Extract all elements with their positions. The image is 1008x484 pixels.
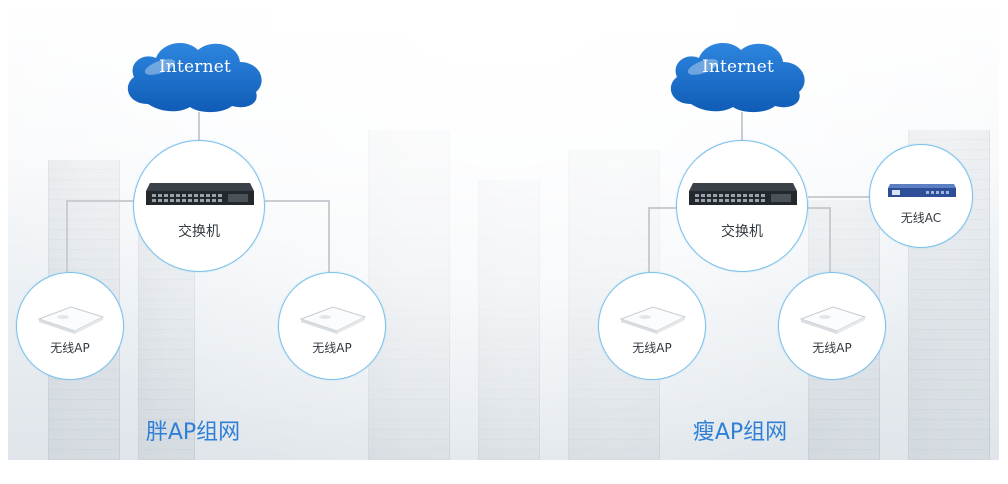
link-switch-ac <box>808 196 870 198</box>
wireless-ac-icon <box>888 184 956 197</box>
link-switch-ap-vertical <box>829 207 831 273</box>
internet-cloud-icon: Internet <box>663 34 813 116</box>
fat-ap-caption: 胖AP组网 <box>145 420 241 445</box>
link-switch-ap-horizontal <box>648 207 678 209</box>
switch-icon <box>689 183 797 205</box>
wireless-ap-node: 无线AP <box>16 272 124 380</box>
ap-label: 无线AP <box>50 341 90 355</box>
ap-label: 无线AP <box>312 341 352 355</box>
link-cloud-switch <box>741 112 743 142</box>
switch-node: 交换机 <box>133 140 265 272</box>
ac-label: 无线AC <box>900 211 942 225</box>
ap-label: 无线AP <box>812 341 852 355</box>
switch-label: 交换机 <box>721 224 763 240</box>
switch-label: 交换机 <box>178 224 220 240</box>
link-switch-ap-horizontal <box>66 200 138 202</box>
link-switch-ap-vertical <box>66 200 68 272</box>
switch-icon <box>146 183 254 205</box>
wireless-ap-icon <box>299 306 367 334</box>
cloud-label: Internet <box>158 57 232 77</box>
link-switch-ap-vertical <box>648 207 650 273</box>
switch-node: 交换机 <box>676 140 808 272</box>
wireless-ap-icon <box>799 306 867 334</box>
wireless-ap-node: 无线AP <box>278 272 386 380</box>
thin-ap-caption: 瘦AP组网 <box>692 420 788 445</box>
datacenter-background: Internet 交换机 <box>8 0 999 460</box>
link-switch-ap-horizontal <box>808 207 830 209</box>
wireless-ap-node: 无线AP <box>598 272 706 380</box>
wireless-ap-icon <box>619 306 687 334</box>
network-diagrams: Internet 交换机 <box>8 0 999 460</box>
internet-cloud-icon: Internet <box>120 34 270 116</box>
link-cloud-switch <box>198 112 200 142</box>
cloud-label: Internet <box>701 57 775 77</box>
wireless-ac-node: 无线AC <box>869 144 973 248</box>
link-switch-ap-horizontal <box>265 200 329 202</box>
wireless-ap-icon <box>37 306 105 334</box>
ap-label: 无线AP <box>632 341 672 355</box>
link-switch-ap-vertical <box>328 200 330 272</box>
wireless-ap-node: 无线AP <box>778 272 886 380</box>
